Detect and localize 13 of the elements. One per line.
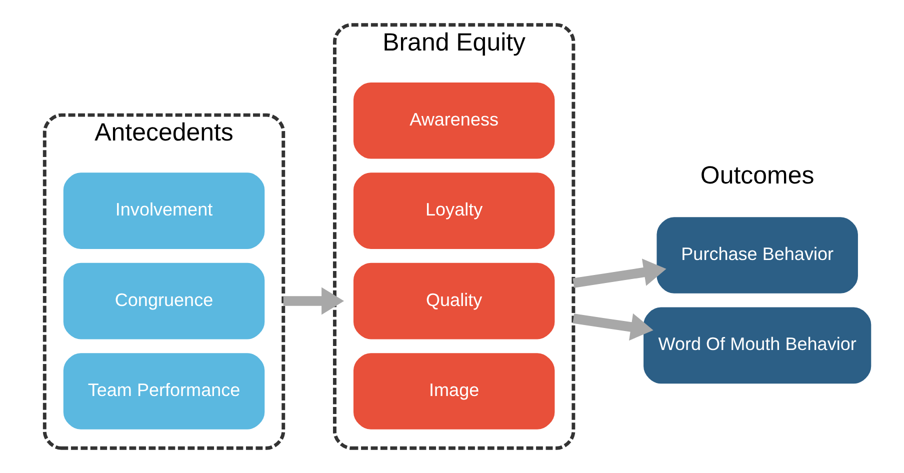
node-box: Team Performance xyxy=(63,353,265,430)
node-box: Loyalty xyxy=(353,172,555,249)
node-box: Congruence xyxy=(63,262,265,340)
arrow xyxy=(283,287,344,315)
arrow xyxy=(572,313,654,341)
label: Outcomes xyxy=(700,162,814,190)
node-box: Quality xyxy=(353,262,555,340)
node-box: Purchase Behavior xyxy=(656,217,858,294)
arrow xyxy=(572,258,666,288)
node-box: Word Of Mouth Behavior xyxy=(644,307,872,384)
node-box: Involvement xyxy=(63,172,265,249)
node-box: Image xyxy=(353,353,555,430)
node-box: Awareness xyxy=(353,82,555,159)
